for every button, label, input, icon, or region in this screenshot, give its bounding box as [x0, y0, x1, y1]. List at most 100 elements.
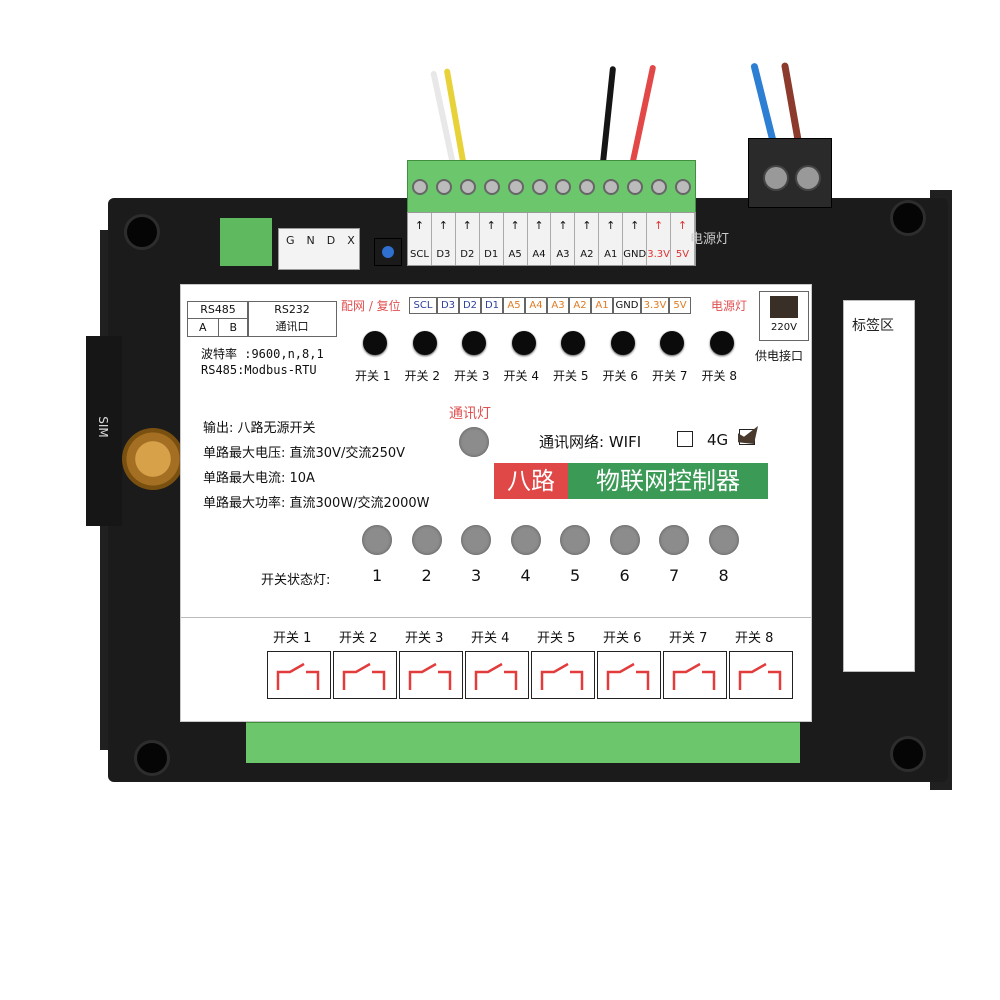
4g-checkbox[interactable]: [738, 426, 758, 445]
terminal-screw-icon[interactable]: [435, 179, 452, 195]
pin-cell: ↑SCL: [408, 213, 432, 265]
white-header-connector[interactable]: [278, 228, 360, 270]
pin-cell: ↑A1: [599, 213, 624, 265]
status-led-5: [560, 525, 590, 555]
antenna-connector-icon[interactable]: [122, 428, 184, 490]
switch-button-label: 开关 5: [553, 369, 589, 383]
terminal-screw-icon[interactable]: [651, 179, 668, 195]
pin-arrow-icon: ↑: [630, 219, 640, 232]
relay-contact-5: [531, 651, 595, 699]
status-led-6: [609, 525, 640, 555]
switch-button-6[interactable]: [610, 331, 635, 355]
terminal-screw-icon[interactable]: [555, 179, 572, 195]
pin-cell: ↑A4: [528, 213, 552, 265]
power-port-label: 供电接口: [755, 349, 804, 363]
terminal-screw-icon[interactable]: [579, 179, 596, 195]
relay-contact-8: [729, 651, 793, 699]
power-port-box: 220V: [759, 291, 809, 341]
relay-row: [267, 651, 795, 701]
rs485-b: B: [229, 321, 238, 334]
mount-hole-top-right: [890, 200, 926, 236]
relay-label: 开关 3: [405, 631, 444, 646]
switch-button-label: 开关 8: [701, 369, 737, 383]
relay-label: 开关 2: [339, 631, 378, 646]
relay-contact-6: [597, 651, 661, 699]
pin-label: D1: [484, 249, 499, 260]
bottom-terminal-block: [246, 722, 800, 763]
mount-hole-bottom-right: [890, 736, 926, 772]
header-pin-label: 5V: [669, 297, 691, 314]
relay-label: 开关 5: [537, 631, 576, 646]
status-number: 7: [669, 566, 680, 585]
status-number: 6: [619, 566, 630, 585]
switch-button-label: 开关 6: [602, 369, 638, 383]
network-label: 通讯网络: WIFI: [539, 433, 642, 451]
relay-label: 开关 7: [669, 631, 708, 646]
header-pin-label: GND: [613, 297, 641, 314]
status-led-3: [461, 525, 491, 555]
terminal-screw-icon[interactable]: [531, 179, 548, 195]
status-led-2: [411, 525, 442, 555]
spec-max-current: 单路最大电流: 10A: [203, 471, 315, 486]
relay-switch-icon: [474, 662, 518, 690]
power-screw-right-icon: [795, 165, 821, 191]
switch-button-4[interactable]: [511, 331, 536, 355]
pin-arrow-icon: ↑: [486, 219, 496, 232]
switch-button-label: 开关 2: [404, 369, 440, 383]
switch-button-1[interactable]: [363, 331, 387, 355]
green-side-connector: [220, 218, 272, 266]
comm-led-label: 通讯灯: [449, 406, 491, 422]
wire-blue: [750, 62, 777, 144]
terminal-screw-icon[interactable]: [603, 179, 620, 195]
sim-module: SIM: [86, 336, 122, 526]
status-number: 5: [570, 566, 581, 585]
relay-label: 开关 1: [273, 631, 312, 646]
rs485-box: RS485 A B: [187, 301, 249, 337]
rs485-label: RS485: [188, 302, 248, 319]
power-screw-left-icon: [763, 165, 789, 191]
pin-label: D3: [436, 249, 451, 260]
relay-contact-7: [663, 651, 727, 699]
top-pin-strip: ↑SCL↑D3↑D2↑D1↑A5↑A4↑A3↑A2↑A1↑GND↑3.3V↑5V: [407, 212, 696, 266]
reset-button[interactable]: [374, 238, 402, 266]
switch-button-3[interactable]: [462, 331, 486, 355]
mount-hole-top-left: [124, 214, 160, 250]
relay-switch-icon: [672, 662, 716, 690]
terminal-screw-icon[interactable]: [483, 179, 500, 195]
banner-iot-controller: 物联网控制器: [568, 463, 768, 499]
header-pin-label: A4: [525, 297, 547, 314]
relay-switch-icon: [276, 662, 320, 690]
switch-button-8[interactable]: [709, 331, 734, 355]
relay-contact-2: [333, 651, 397, 699]
terminal-screw-icon[interactable]: [627, 179, 644, 195]
header-pin-label: A2: [569, 297, 591, 314]
label-area-text: 标签区: [852, 318, 894, 334]
switch-button-5[interactable]: [561, 331, 585, 355]
power-terminal[interactable]: [748, 138, 832, 208]
relay-label: 开关 6: [603, 631, 642, 646]
status-number: 2: [421, 566, 432, 585]
header-pin-label: A3: [547, 297, 569, 314]
spec-max-power: 单路最大功率: 直流300W/交流2000W: [203, 496, 430, 511]
terminal-screw-icon[interactable]: [459, 179, 476, 195]
switch-button-7[interactable]: [660, 331, 684, 355]
terminal-screw-icon[interactable]: [675, 179, 692, 195]
v220-label: 220V: [771, 322, 797, 333]
header-pin-label: SCL: [409, 297, 437, 314]
terminal-screw-icon[interactable]: [507, 179, 524, 195]
mount-hole-bottom-left: [134, 740, 170, 776]
power-led-label: 电源灯: [711, 299, 748, 313]
relay-switch-icon: [540, 662, 584, 690]
pin-cell: ↑3.3V: [647, 213, 672, 265]
pin-arrow-icon: ↑: [606, 219, 616, 232]
terminal-screw-icon[interactable]: [411, 179, 428, 195]
switch-button-2[interactable]: [412, 331, 437, 355]
pin-cell: ↑D2: [456, 213, 480, 265]
pin-label: SCL: [410, 249, 429, 260]
status-led-7: [659, 525, 689, 555]
wifi-checkbox[interactable]: [677, 431, 693, 447]
power-led-top-label: 电源灯: [690, 232, 730, 247]
pin-arrow-icon: ↑: [534, 219, 544, 232]
white-header-labels: GNDX: [286, 234, 367, 247]
